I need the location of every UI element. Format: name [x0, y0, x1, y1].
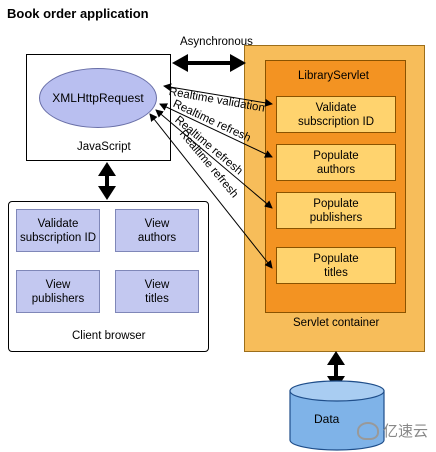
servlet-container-box: LibraryServlet Validate subscription ID …	[244, 45, 425, 352]
xhr-label: XMLHttpRequest	[52, 91, 144, 105]
view-publishers-label: View publishers	[31, 278, 85, 305]
asynchronous-label: Asynchronous	[180, 36, 253, 48]
xhr-ellipse: XMLHttpRequest	[39, 68, 157, 128]
validate-subscription-label: Validate subscription ID	[19, 217, 97, 244]
populate-titles-label: Populate titles	[313, 252, 359, 279]
validate-subscription-button[interactable]: Validate subscription ID	[16, 209, 100, 252]
populate-publishers-label: Populate publishers	[309, 197, 363, 224]
database-label: Data	[314, 412, 340, 426]
diagram-title: Book order application	[7, 6, 149, 21]
watermark: 亿速云	[356, 420, 428, 441]
realtime-refresh-line-3	[149, 113, 273, 269]
library-servlet-label: LibraryServlet	[298, 70, 369, 82]
watermark-text: 亿速云	[382, 423, 428, 440]
library-servlet-box: LibraryServlet Validate subscription ID …	[265, 60, 406, 313]
realtime-validation-line	[163, 83, 273, 107]
populate-authors-label: Populate authors	[313, 149, 359, 176]
asynchronous-arrow	[172, 54, 246, 72]
servlet-container-label: Servlet container	[293, 317, 380, 329]
populate-authors-action: Populate authors	[276, 144, 396, 181]
view-titles-label: View titles	[144, 278, 170, 305]
view-publishers-button[interactable]: View publishers	[16, 270, 100, 313]
validate-subscription-action-label: Validate subscription ID	[297, 101, 375, 128]
view-titles-button[interactable]: View titles	[115, 270, 199, 313]
populate-titles-action: Populate titles	[276, 247, 396, 284]
javascript-label: JavaScript	[77, 141, 131, 153]
js-browser-arrow	[98, 162, 116, 200]
watermark-logo-icon	[356, 421, 379, 440]
populate-publishers-action: Populate publishers	[276, 192, 396, 229]
javascript-box: XMLHttpRequest JavaScript	[26, 54, 171, 161]
validate-subscription-action: Validate subscription ID	[276, 96, 396, 133]
client-browser-label: Client browser	[72, 330, 146, 342]
